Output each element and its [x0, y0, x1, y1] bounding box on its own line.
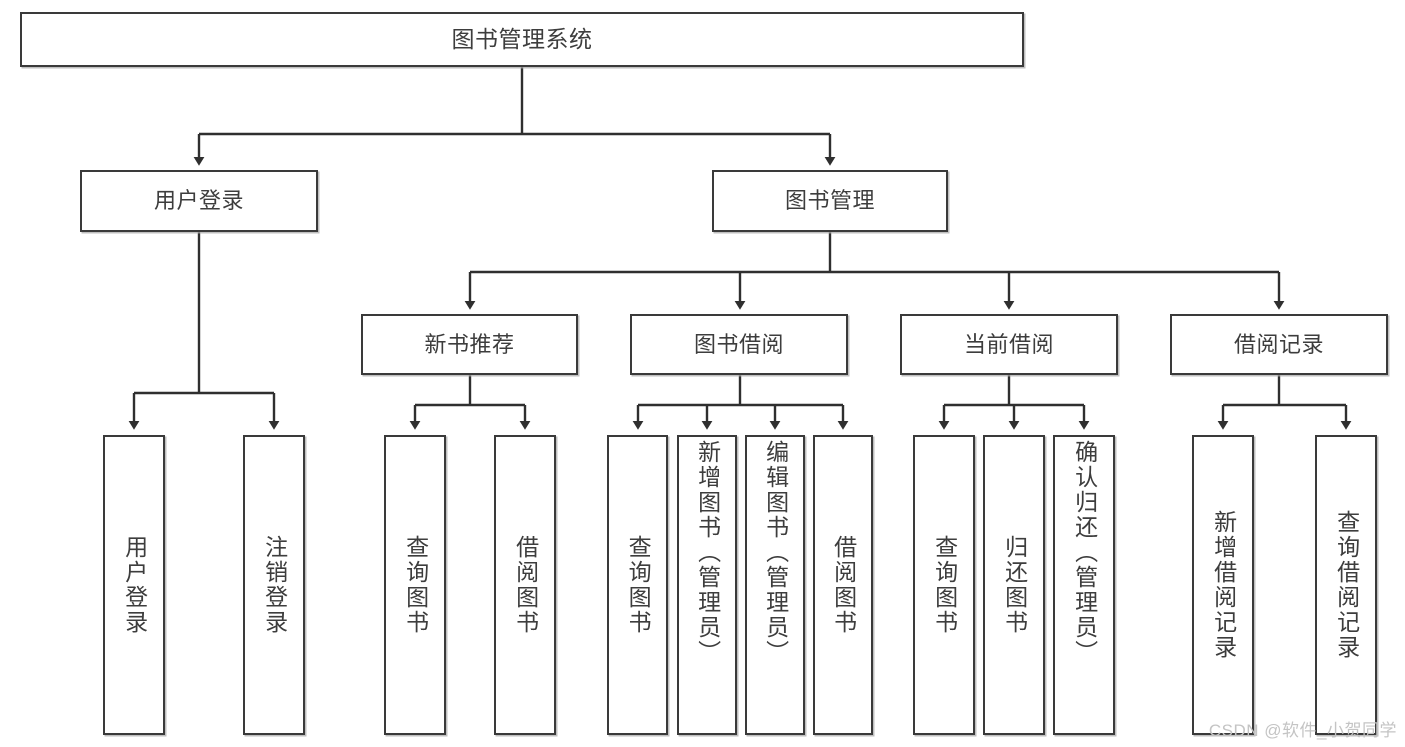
node-book-manage[interactable]: 图书管理: [712, 170, 948, 232]
leaf-add-borrow-record-label: 新增借阅记录: [1210, 510, 1237, 660]
leaf-borrow-book-1[interactable]: 借阅图书: [494, 435, 556, 735]
node-current-borrow-label: 当前借阅: [963, 331, 1054, 357]
leaf-edit-book-label: 编辑图书（管理员）: [762, 440, 789, 665]
leaf-borrow-book-2[interactable]: 借阅图书: [813, 435, 873, 735]
leaf-add-book[interactable]: 新增图书（管理员）: [677, 435, 737, 735]
leaf-logout-login[interactable]: 注销登录: [243, 435, 305, 735]
leaf-query-book-3-label: 查询图书: [931, 535, 958, 635]
leaf-add-book-label: 新增图书（管理员）: [694, 440, 721, 665]
node-user-login[interactable]: 用户登录: [80, 170, 318, 232]
node-book-manage-label: 图书管理: [784, 188, 875, 213]
node-root[interactable]: 图书管理系统: [20, 12, 1024, 67]
node-root-label: 图书管理系统: [451, 26, 593, 52]
leaf-borrow-book-2-label: 借阅图书: [830, 535, 857, 635]
leaf-query-book-3[interactable]: 查询图书: [913, 435, 975, 735]
leaf-borrow-book-1-label: 借阅图书: [512, 535, 539, 635]
leaf-return-book-label: 归还图书: [1001, 535, 1028, 635]
leaf-query-book-2-label: 查询图书: [625, 535, 652, 635]
leaf-query-borrow-record[interactable]: 查询借阅记录: [1315, 435, 1377, 735]
node-new-book-recommend-label: 新书推荐: [424, 331, 515, 357]
leaf-query-borrow-record-label: 查询借阅记录: [1333, 510, 1360, 660]
node-user-login-label: 用户登录: [153, 188, 244, 213]
node-book-borrow-label: 图书借阅: [693, 331, 784, 357]
leaf-confirm-return-label: 确认归还（管理员）: [1071, 440, 1098, 665]
leaf-query-book-1-label: 查询图书: [402, 535, 429, 635]
leaf-edit-book[interactable]: 编辑图书（管理员）: [745, 435, 805, 735]
node-borrow-record-label: 借阅记录: [1233, 331, 1324, 357]
leaf-return-book[interactable]: 归还图书: [983, 435, 1045, 735]
leaf-query-book-2[interactable]: 查询图书: [607, 435, 668, 735]
csdn-watermark: CSDN @软件_小贺同学: [1208, 721, 1397, 740]
node-borrow-record[interactable]: 借阅记录: [1170, 314, 1388, 375]
leaf-logout-login-label: 注销登录: [261, 535, 288, 635]
node-new-book-recommend[interactable]: 新书推荐: [361, 314, 578, 375]
leaf-user-login-label: 用户登录: [121, 535, 148, 635]
leaf-add-borrow-record[interactable]: 新增借阅记录: [1192, 435, 1254, 735]
leaf-user-login[interactable]: 用户登录: [103, 435, 165, 735]
node-book-borrow[interactable]: 图书借阅: [630, 314, 848, 375]
leaf-confirm-return[interactable]: 确认归还（管理员）: [1053, 435, 1115, 735]
node-current-borrow[interactable]: 当前借阅: [900, 314, 1118, 375]
leaf-query-book-1[interactable]: 查询图书: [384, 435, 446, 735]
